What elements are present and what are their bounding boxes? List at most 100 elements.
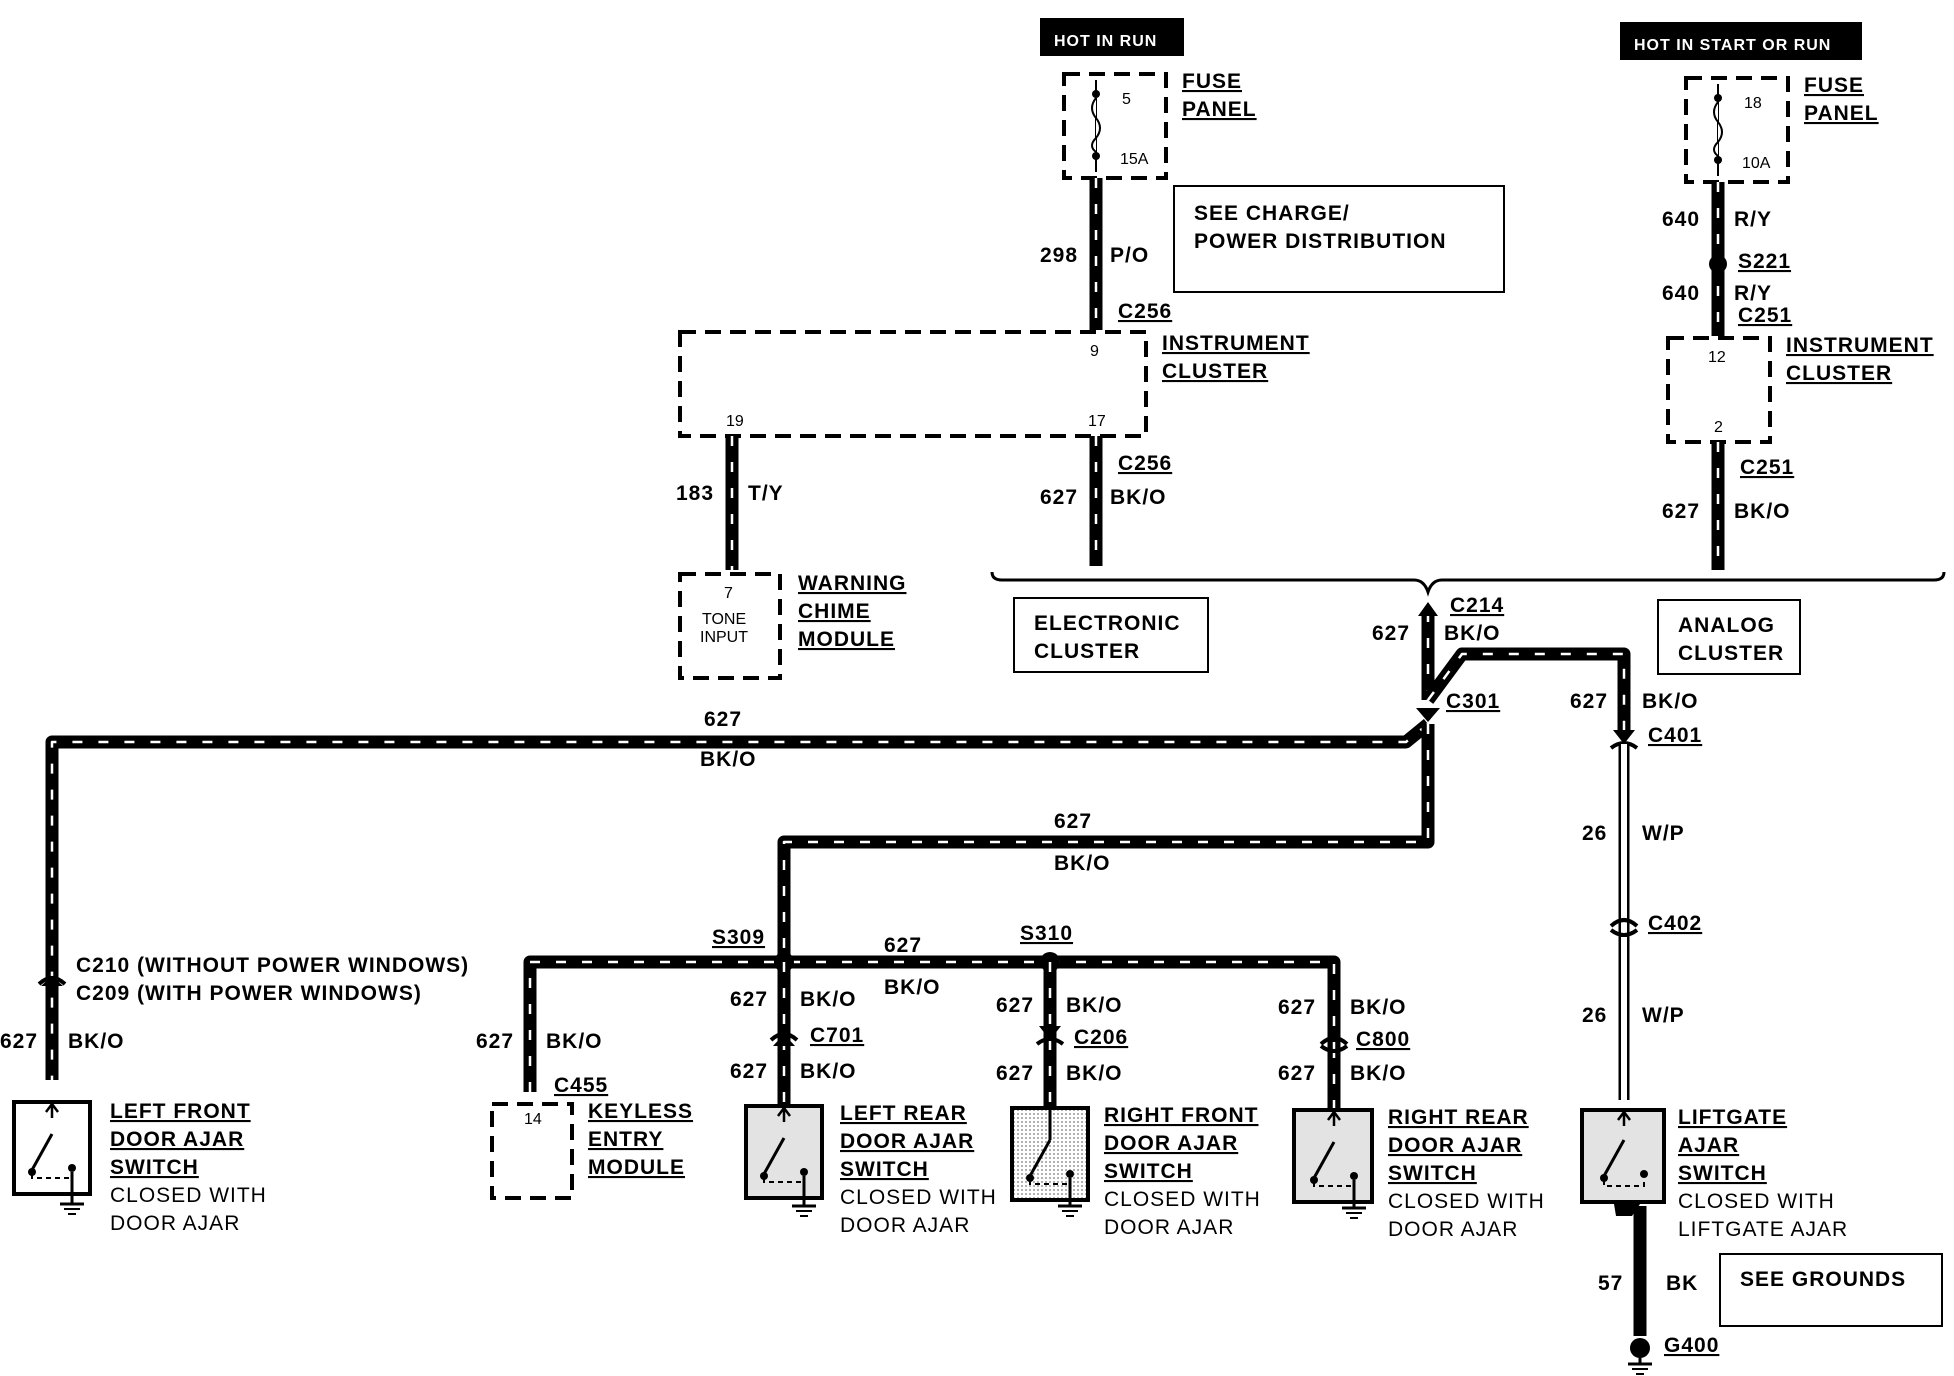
right-front-switch-line1: RIGHT FRONT — [1104, 1104, 1258, 1127]
electronic-cluster-line1: ELECTRONIC — [1034, 612, 1181, 635]
warning-chime-input-line2: INPUT — [700, 629, 748, 646]
keyless-pin: 14 — [524, 1111, 542, 1128]
hot-in-start-badge — [1620, 22, 1862, 60]
wire-627-mid-color: BK/O — [1054, 852, 1111, 875]
fuse-panel-right-line1: FUSE — [1804, 74, 1864, 97]
left-rear-switch-line3: SWITCH — [840, 1158, 929, 1181]
wire-627-lr1-number: 627 — [730, 988, 768, 1011]
cluster-left-pin-19: 19 — [726, 413, 744, 430]
analog-cluster-line2: CLUSTER — [1678, 642, 1784, 665]
wire-627-analog-color: BK/O — [1734, 500, 1791, 523]
wire-627-rf2-number: 627 — [996, 1062, 1034, 1085]
liftgate-switch-line4: CLOSED WITH — [1678, 1190, 1835, 1213]
left-front-switch-line5: DOOR AJAR — [110, 1212, 240, 1235]
wire-26b-number: 26 — [1582, 1004, 1607, 1027]
cluster-left-pin-17: 17 — [1088, 413, 1106, 430]
left-rear-switch-line4: CLOSED WITH — [840, 1186, 997, 1209]
instrument-cluster-left-line2: CLUSTER — [1162, 360, 1268, 383]
wire-627-rr2-number: 627 — [1278, 1062, 1316, 1085]
right-rear-switch-icon — [1292, 1108, 1374, 1219]
wire-298-number: 298 — [1040, 244, 1078, 267]
right-front-switch-line3: SWITCH — [1104, 1160, 1193, 1183]
right-rear-switch-line5: DOOR AJAR — [1388, 1218, 1518, 1241]
fuse-panel-left-line1: FUSE — [1182, 70, 1242, 93]
fuse-5-box — [1062, 72, 1168, 180]
fuse-5-number: 5 — [1122, 91, 1131, 108]
cluster-right-pin-12: 12 — [1708, 349, 1726, 366]
see-grounds-label: SEE GROUNDS — [1740, 1268, 1906, 1291]
instrument-cluster-right-line2: CLUSTER — [1786, 362, 1892, 385]
wire-627-lf-number: 627 — [0, 1030, 38, 1053]
keyless-line1: KEYLESS — [588, 1100, 693, 1123]
wire-183-color: T/Y — [748, 482, 784, 505]
liftgate-switch-line5: LIFTGATE AJAR — [1678, 1218, 1848, 1241]
wire-26a-color: W/P — [1642, 822, 1685, 845]
splice-s221 — [1709, 255, 1727, 273]
fuse-panel-left-line2: PANEL — [1182, 98, 1257, 121]
hot-in-run-label: HOT IN RUN — [1054, 33, 1157, 50]
right-front-switch-line5: DOOR AJAR — [1104, 1216, 1234, 1239]
wire-640a-color: R/Y — [1734, 208, 1772, 231]
splice-s309-label: S309 — [712, 926, 765, 949]
fuse-5-rating: 15A — [1120, 151, 1149, 168]
cluster-brace — [990, 571, 1946, 597]
see-charge-box — [1173, 185, 1505, 293]
left-front-switch-line2: DOOR AJAR — [110, 1128, 244, 1151]
connector-c701: C701 — [810, 1024, 864, 1047]
wire-627-long-color: BK/O — [700, 748, 757, 771]
wire-627-ke-color: BK/O — [546, 1030, 603, 1053]
right-front-switch-line2: DOOR AJAR — [1104, 1132, 1238, 1155]
liftgate-switch-icon — [1580, 1108, 1666, 1204]
wire-627-c214-color: BK/O — [1444, 622, 1501, 645]
fuse-18-number: 18 — [1744, 95, 1762, 112]
ground-g400-point — [1630, 1338, 1650, 1358]
wire-26b-color: W/P — [1642, 1004, 1685, 1027]
wire-26a-number: 26 — [1582, 822, 1607, 845]
connector-c251-top: C251 — [1738, 304, 1792, 327]
keyless-line3: MODULE — [588, 1156, 685, 1179]
warning-chime-line3: MODULE — [798, 628, 895, 651]
wire-627-cluster-color: BK/O — [1110, 486, 1167, 509]
instrument-cluster-left-line1: INSTRUMENT — [1162, 332, 1310, 355]
hot-in-run-badge — [1040, 18, 1184, 56]
connector-c455: C455 — [554, 1074, 608, 1097]
connector-c402: C402 — [1648, 912, 1702, 935]
keyless-entry-box — [490, 1102, 574, 1200]
instrument-cluster-right-line1: INSTRUMENT — [1786, 334, 1934, 357]
wire-627-rf1-color: BK/O — [1066, 994, 1123, 1017]
right-front-switch-line4: CLOSED WITH — [1104, 1188, 1261, 1211]
right-rear-switch-line3: SWITCH — [1388, 1162, 1477, 1185]
liftgate-switch-line2: AJAR — [1678, 1134, 1739, 1157]
connector-c256-top: C256 — [1118, 300, 1172, 323]
warning-chime-line1: WARNING — [798, 572, 907, 595]
connector-c214: C214 — [1450, 594, 1504, 617]
right-rear-switch-line1: RIGHT REAR — [1388, 1106, 1529, 1129]
connector-c401: C401 — [1648, 724, 1702, 747]
connector-c256-bottom: C256 — [1118, 452, 1172, 475]
wire-627-ke-number: 627 — [476, 1030, 514, 1053]
right-rear-switch-line2: DOOR AJAR — [1388, 1134, 1522, 1157]
wire-627-rr2-color: BK/O — [1350, 1062, 1407, 1085]
connector-c800: C800 — [1356, 1028, 1410, 1051]
electronic-cluster-box — [1013, 597, 1209, 673]
warning-chime-line2: CHIME — [798, 600, 871, 623]
see-charge-line1: SEE CHARGE/ — [1194, 202, 1350, 225]
cluster-left-pin-9: 9 — [1090, 343, 1099, 360]
left-front-switch-line1: LEFT FRONT — [110, 1100, 251, 1123]
connector-c251-bottom: C251 — [1740, 456, 1794, 479]
wire-627-lr1-color: BK/O — [800, 988, 857, 1011]
analog-cluster-line1: ANALOG — [1678, 614, 1775, 637]
fuse-18-rating: 10A — [1742, 155, 1771, 172]
wire-57-number: 57 — [1598, 1272, 1623, 1295]
fuse-panel-right-line2: PANEL — [1804, 102, 1879, 125]
liftgate-switch-line1: LIFTGATE — [1678, 1106, 1787, 1129]
fuse-18-box — [1684, 76, 1790, 184]
keyless-line2: ENTRY — [588, 1128, 663, 1151]
splice-s310-label: S310 — [1020, 922, 1073, 945]
wire-627-mid-number: 627 — [1054, 810, 1092, 833]
wire-627-bus-color: BK/O — [884, 976, 941, 999]
wire-640b-color: R/Y — [1734, 282, 1772, 305]
wire-627-rr1-color: BK/O — [1350, 996, 1407, 1019]
splice-s221-label: S221 — [1738, 250, 1791, 273]
